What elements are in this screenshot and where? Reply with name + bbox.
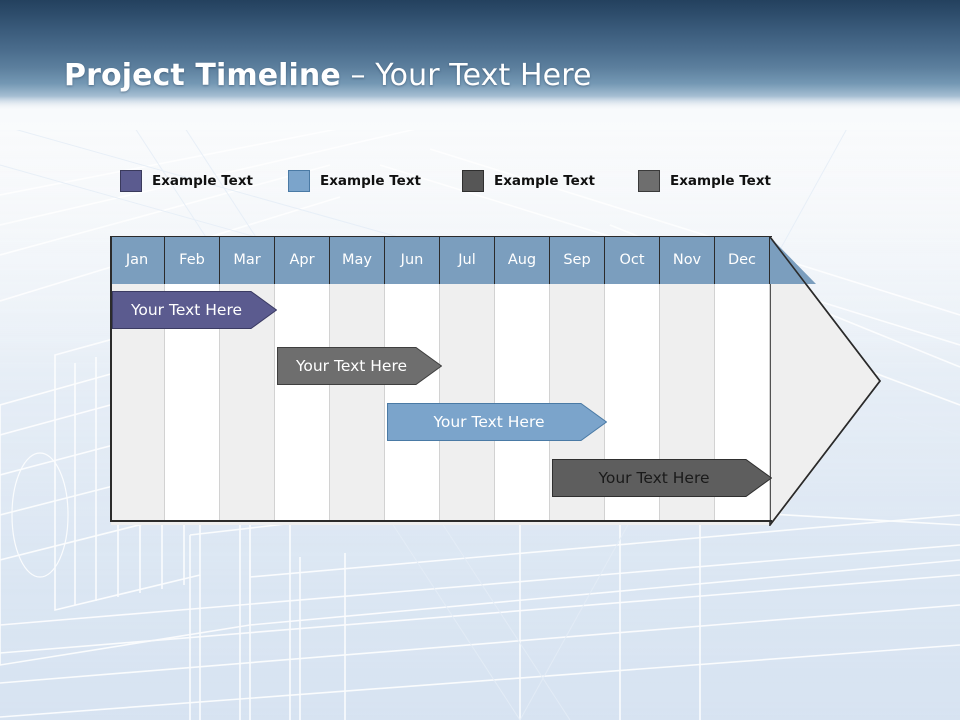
column-separator-2 <box>219 284 220 522</box>
column-separator-9 <box>604 284 605 522</box>
legend: Example Text Example Text Example Text Exam… <box>110 168 910 196</box>
legend-label-4: Example Text <box>670 173 771 189</box>
legend-item-1[interactable]: Example Text <box>120 168 253 194</box>
month-header-sep[interactable]: Sep <box>550 236 605 284</box>
task-bar-shape-1 <box>112 291 277 329</box>
month-header-jul[interactable]: Jul <box>440 236 495 284</box>
legend-label-2: Example Text <box>320 173 421 189</box>
month-header-apr[interactable]: Apr <box>275 236 330 284</box>
column-separator-10 <box>659 284 660 522</box>
grid-frame-top <box>110 236 772 237</box>
month-header-jan[interactable]: Jan <box>110 236 165 284</box>
month-header-jun[interactable]: Jun <box>385 236 440 284</box>
page-title-rest: – Your Text Here <box>340 58 592 93</box>
task-bar-shape-3 <box>387 403 607 441</box>
month-header-nov[interactable]: Nov <box>660 236 715 284</box>
legend-swatch-2 <box>288 170 310 192</box>
column-separator-1 <box>164 284 165 522</box>
task-bar-shape-2 <box>277 347 442 385</box>
month-header-mar[interactable]: Mar <box>220 236 275 284</box>
task-bar-4[interactable]: Your Text Here <box>552 459 772 497</box>
task-bar-shape-4 <box>552 459 772 497</box>
page-title: Project Timeline – Your Text Here <box>64 58 592 93</box>
task-bar-2[interactable]: Your Text Here <box>277 347 442 385</box>
title-band <box>0 0 960 110</box>
column-separator-3 <box>274 284 275 522</box>
month-header-feb[interactable]: Feb <box>165 236 220 284</box>
legend-swatch-4 <box>638 170 660 192</box>
month-header-oct[interactable]: Oct <box>605 236 660 284</box>
column-separator-5 <box>384 284 385 522</box>
legend-item-3[interactable]: Example Text <box>462 168 595 194</box>
legend-item-2[interactable]: Example Text <box>288 168 421 194</box>
legend-label-3: Example Text <box>494 173 595 189</box>
column-separator-4 <box>329 284 330 522</box>
column-separator-11 <box>714 284 715 522</box>
page-title-bold: Project Timeline <box>64 58 341 93</box>
month-header-aug[interactable]: Aug <box>495 236 550 284</box>
grid-frame-left <box>110 236 112 522</box>
legend-swatch-1 <box>120 170 142 192</box>
column-separator-12 <box>769 284 770 522</box>
month-header-dec[interactable]: Dec <box>715 236 770 284</box>
legend-label-1: Example Text <box>152 173 253 189</box>
task-bar-3[interactable]: Your Text Here <box>387 403 607 441</box>
legend-swatch-3 <box>462 170 484 192</box>
legend-item-4[interactable]: Example Text <box>638 168 771 194</box>
task-bar-1[interactable]: Your Text Here <box>112 291 277 329</box>
title-band-fade <box>0 96 960 130</box>
month-header-may[interactable]: May <box>330 236 385 284</box>
grid-frame-bottom <box>110 520 772 522</box>
